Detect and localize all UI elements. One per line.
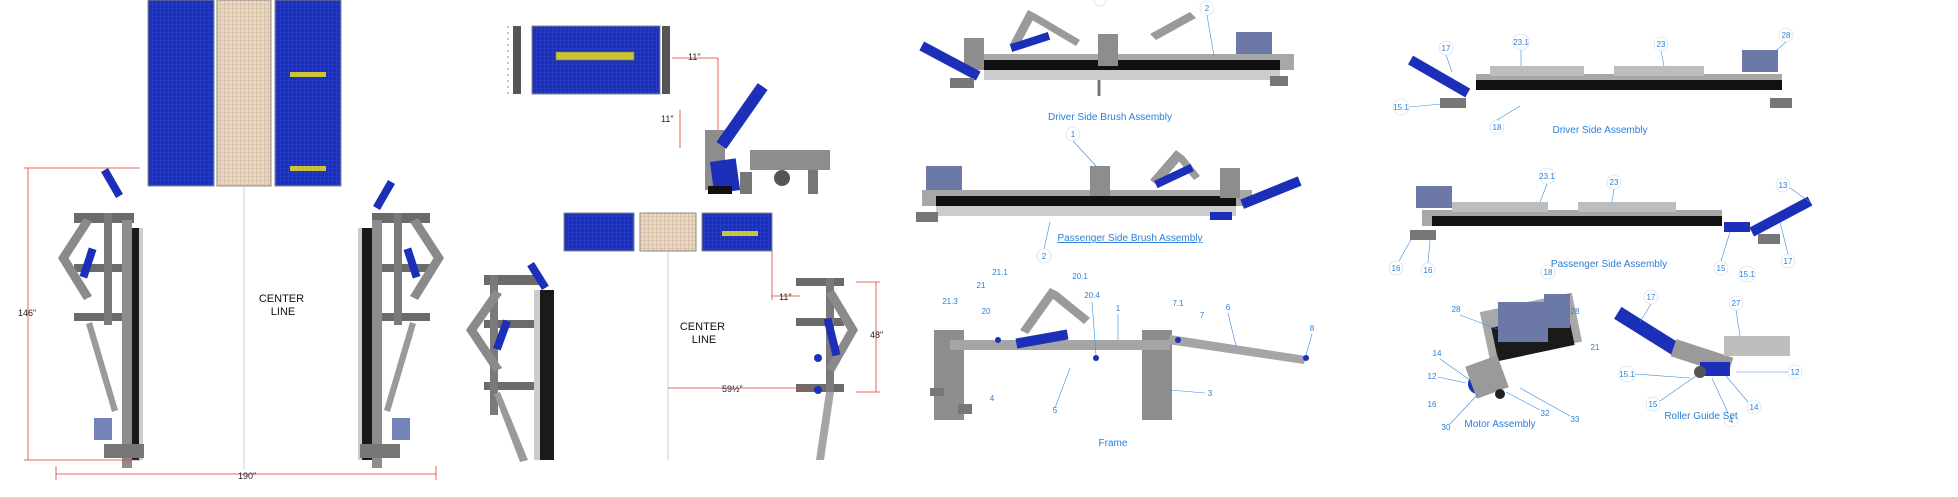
ruler	[555, 51, 635, 61]
callout-number: 6	[1226, 303, 1231, 312]
roller-guide-set: 17 27 15.1 12 15 14 4 Roller Guide Set	[1614, 289, 1803, 428]
callout-number: 4	[1729, 416, 1734, 425]
callout-number: 1	[1116, 304, 1121, 313]
callout-number: 15	[1649, 400, 1658, 409]
detail-view: 11" 11" CENTER LINE	[466, 25, 883, 462]
assembly-caption: Passenger Side Brush Assembly	[1057, 233, 1202, 244]
dimension-label-48: 48"	[870, 330, 883, 340]
callout-number: 3	[1208, 389, 1213, 398]
passenger-side-brush-assembly: 1 2 Passenger Side Brush Assembly	[916, 126, 1302, 264]
assembly-caption: Driver Side Assembly	[1552, 125, 1647, 136]
callout-number: 33	[1571, 415, 1580, 424]
callout-number: 27	[1732, 299, 1741, 308]
callout-number: 12	[1428, 372, 1437, 381]
conveyor-belt-tan	[216, 0, 272, 187]
callout-number: 18	[1493, 123, 1502, 132]
callout-number: 15	[1717, 264, 1726, 273]
callout-number: 14	[1750, 403, 1759, 412]
assembly-caption: Passenger Side Assembly	[1551, 259, 1667, 270]
callout-number: 5	[1053, 406, 1058, 415]
callout-number: 16	[1424, 266, 1433, 275]
assembly-caption: Driver Side Brush Assembly	[1048, 112, 1172, 123]
callout-number: 23	[1657, 40, 1666, 49]
gauge-marker	[290, 166, 326, 171]
callout-number: 23.1	[1513, 38, 1529, 47]
callout-number: 32	[1541, 409, 1550, 418]
callout-number: 20	[982, 307, 991, 316]
callout-number: 4	[990, 394, 995, 403]
callout-number: 1	[1071, 130, 1076, 139]
right-brush-machine	[358, 180, 444, 468]
callout-number: 8	[1310, 324, 1315, 333]
dimension-label-11b: 11"	[661, 114, 674, 124]
callout-number: 21	[977, 281, 986, 290]
assembly-caption: Roller Guide Set	[1664, 411, 1738, 422]
driver-side-brush-assembly: 2 Driver Side Brush Assembly	[919, 0, 1294, 123]
left-brush-machine	[58, 168, 144, 468]
callout-number: 13	[1779, 181, 1788, 190]
callout-number: 15.1	[1739, 270, 1755, 279]
motor-assembly: 28 28 21 14 12 16 30 32 33 Motor Assembl…	[1428, 292, 1600, 432]
callout-number: 2	[1205, 4, 1210, 13]
layout-view: CENTER LINE	[18, 0, 444, 481]
center-line-label: CENTER LINE	[259, 293, 307, 318]
detail-right-machine	[796, 278, 858, 460]
callout-number: 15.1	[1393, 103, 1409, 112]
callout-number: 21.1	[992, 268, 1008, 277]
side-machine	[705, 83, 830, 194]
callout-number: 21.3	[942, 297, 958, 306]
callout-number: 7.1	[1172, 299, 1184, 308]
center-line-label: CENTER LINE	[680, 321, 728, 346]
callout-number: 30	[1442, 423, 1451, 432]
callout-number: 28	[1452, 305, 1461, 314]
callout-number: 17	[1442, 44, 1451, 53]
conveyor-belt-blue-right	[274, 0, 342, 187]
callout-number: 12	[1791, 368, 1800, 377]
assembly-caption: Frame	[1099, 438, 1128, 449]
dimension-label-190: 190"	[238, 471, 256, 481]
callout-number: 14	[1433, 349, 1442, 358]
dimension-label-146: 146"	[18, 308, 36, 318]
gauge-marker	[290, 72, 326, 77]
callout-number: 17	[1647, 293, 1656, 302]
driver-side-assembly: 17 23.1 23 28 15.1 18 Driver Side Assemb…	[1392, 27, 1794, 136]
callout-number: 28	[1571, 307, 1580, 316]
callout-number: 21	[1591, 343, 1600, 352]
callout-number: 28	[1782, 31, 1791, 40]
detail-left-machine	[466, 262, 554, 462]
callout-number: 15.1	[1619, 370, 1635, 379]
assembly-caption: Motor Assembly	[1464, 419, 1535, 430]
callout-number: 16	[1392, 264, 1401, 273]
callout-number: 16	[1428, 400, 1437, 409]
dimension-label-59-half: 59½"	[722, 384, 743, 394]
frame-assembly: 21.1 20.1 21 21.3 20.4 20 1 7.1 6 7 8 4 …	[930, 268, 1315, 449]
callout-number: 23	[1610, 178, 1619, 187]
callout-number: 20.4	[1084, 291, 1100, 300]
callout-number: 17	[1784, 257, 1793, 266]
callout-number: 18	[1544, 268, 1553, 277]
callout-number: 20.1	[1072, 272, 1088, 281]
passenger-side-assembly: 23.1 23 13 16 16 18 15 15.1 17 Passenger…	[1388, 167, 1813, 283]
dimension-label-11a: 11"	[688, 52, 701, 62]
callout-number: 23.1	[1539, 172, 1555, 181]
conveyor-belt-blue-left	[147, 0, 215, 187]
dimension-label-11c: 11"	[779, 292, 792, 302]
callout-number: 2	[1042, 252, 1047, 261]
callout-number: 7	[1200, 311, 1205, 320]
